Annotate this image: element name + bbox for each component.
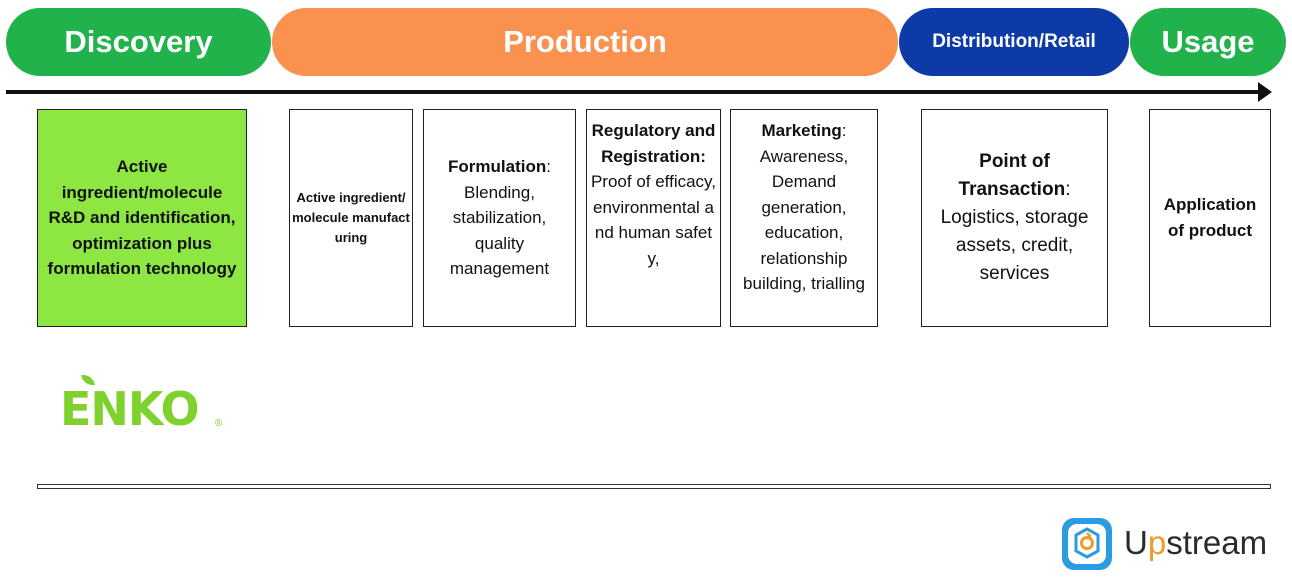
box-transaction-body: Logistics, storage assets, credit, servi… <box>940 207 1089 284</box>
box-regulatory: Regulatory and Registration: Proof of ef… <box>586 109 721 327</box>
enko-logo: ENKO <box>60 382 200 436</box>
upstream-prefix: U <box>1124 524 1148 561</box>
box-transaction-title: Point of Transaction <box>958 151 1066 200</box>
stage-distribution: Distribution/Retail <box>899 8 1129 76</box>
stage-usage-label: Usage <box>1161 24 1255 59</box>
box-formulation-title: Formulation <box>448 157 547 177</box>
box-regulatory-body: Proof of efficacy, environmental and hum… <box>590 172 717 268</box>
box-application: Application of product <box>1149 109 1271 327</box>
stage-discovery: Discovery <box>6 8 271 76</box>
box-formulation-body: Blending, stabilization, quality managem… <box>449 182 550 279</box>
box-formulation-sep: : <box>546 157 551 177</box>
box-transaction-sep: : <box>1065 179 1071 200</box>
enko-registered-mark: ® <box>215 418 223 429</box>
box-rd-text: Active ingredient/molecule R&D and ident… <box>47 157 237 279</box>
box-application-text: Application of product <box>1163 195 1257 240</box>
box-regulatory-title: Regulatory and Registration: <box>591 121 716 166</box>
upstream-logo-icon <box>1062 518 1112 570</box>
box-point-of-transaction: Point of Transaction: Logistics, storage… <box>921 109 1108 327</box>
box-manufacturing-text: Active ingredient/molecule manufacturing <box>292 190 410 245</box>
box-marketing: Marketing: Awareness, Demand generation,… <box>730 109 878 327</box>
upstream-gear-icon <box>1074 527 1100 559</box>
upstream-suffix: stream <box>1166 524 1268 561</box>
box-formulation: Formulation: Blending, stabilization, qu… <box>423 109 576 327</box>
box-marketing-body: Awareness, Demand generation, education,… <box>743 146 865 294</box>
upstream-highlight: p <box>1147 524 1167 561</box>
bottom-divider <box>37 484 1271 489</box>
timeline-arrow-line <box>6 90 1264 94</box>
upstream-logo-text: Upstream <box>1124 523 1267 563</box>
stage-discovery-label: Discovery <box>64 24 213 59</box>
stage-production-label: Production <box>503 24 667 59</box>
box-manufacturing: Active ingredient/molecule manufacturing <box>289 109 413 327</box>
box-marketing-sep: : <box>841 121 847 140</box>
box-rd-identification: Active ingredient/molecule R&D and ident… <box>37 109 247 327</box>
box-marketing-title: Marketing <box>761 121 842 140</box>
stage-distribution-label: Distribution/Retail <box>932 31 1096 52</box>
timeline-arrow-head <box>1258 82 1272 102</box>
stage-production: Production <box>272 8 898 76</box>
enko-logo-text: ENKO <box>60 382 200 436</box>
stage-usage: Usage <box>1130 8 1286 76</box>
